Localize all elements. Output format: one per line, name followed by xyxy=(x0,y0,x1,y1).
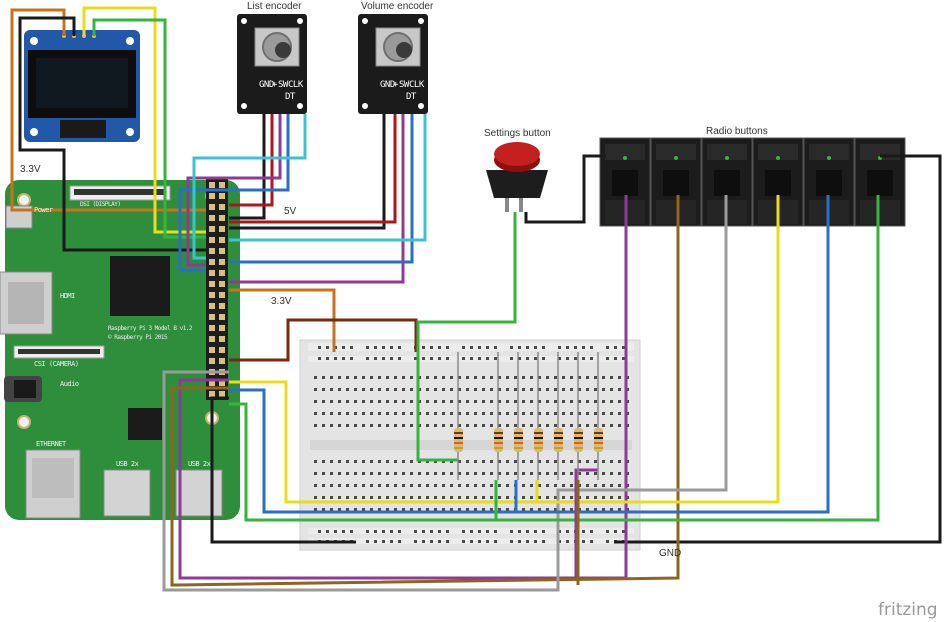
audio-label: Audio xyxy=(60,380,79,388)
v33-mid-label: 3.3V xyxy=(271,296,292,307)
encoder-pin-label: GND xyxy=(259,80,274,90)
settings-button-label: Settings button xyxy=(484,128,551,139)
volume-encoder-label: Volume encoder xyxy=(361,1,434,12)
oled-display xyxy=(24,30,140,142)
dsi-label: DSI (DISPLAY) xyxy=(80,201,121,208)
volume-encoder xyxy=(358,14,428,114)
list-encoder-label: List encoder xyxy=(247,1,302,12)
usb-b-label: USB 2x xyxy=(188,460,211,468)
breadboard xyxy=(299,339,641,551)
encoder-pin-label: + xyxy=(393,80,398,90)
fritzing-logo: fritzing xyxy=(878,600,938,620)
breadboard-holes xyxy=(314,346,629,543)
radio-buttons xyxy=(599,137,906,227)
encoder-pin-label: DT xyxy=(406,92,416,102)
encoder-pin-label: CLK xyxy=(288,80,303,90)
gpio-header-pins xyxy=(209,182,225,397)
encoder-pin-label: + xyxy=(272,80,277,90)
raspberry-pi-board xyxy=(0,178,240,520)
list-encoder xyxy=(237,14,307,114)
power-label: Power xyxy=(34,206,53,214)
usb-a-label: USB 2x xyxy=(116,460,139,468)
csi-label: CSI (CAMERA) xyxy=(34,360,79,368)
encoder-pin-label: DT xyxy=(285,92,295,102)
encoder-pin-label: SW xyxy=(278,80,288,90)
pi-model-label: Raspberry Pi 3 Model B v1.2 xyxy=(108,325,193,332)
ethernet-label: ETHERNET xyxy=(36,440,66,448)
wires xyxy=(10,6,942,592)
encoder-pin-label: GND xyxy=(380,80,395,90)
resistors xyxy=(454,352,603,480)
v33-left-label: 3.3V xyxy=(20,164,41,175)
encoder-pin-label: SW xyxy=(399,80,409,90)
settings-button xyxy=(486,142,548,212)
encoder-pin-label: CLK xyxy=(409,80,424,90)
v5-label: 5V xyxy=(284,206,297,217)
radio-buttons-label: Radio buttons xyxy=(706,126,768,137)
hdmi-label: HDMI xyxy=(60,292,75,300)
gnd-label: GND xyxy=(659,548,682,559)
pi-copyright-label: © Raspberry Pi 2015 xyxy=(108,334,168,341)
